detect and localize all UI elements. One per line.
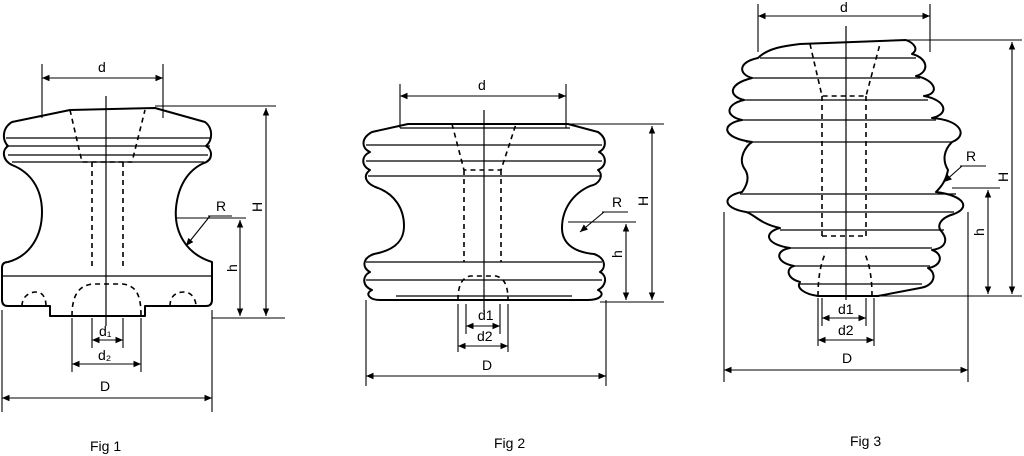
fig2-dimensions: d D d1 d2 H h R <box>365 77 664 386</box>
fig2-insulator <box>362 110 606 312</box>
fig3-dimensions: d D d1 d2 H h R <box>723 0 1022 382</box>
fig1-d1-label: d₁ <box>99 323 112 339</box>
fig3-insulator <box>726 26 965 300</box>
fig3-R-label: R <box>966 148 976 164</box>
fig1-R-label: R <box>216 198 226 214</box>
fig3-caption: Fig 3 <box>850 433 881 449</box>
fig2-h-label: h <box>609 250 625 258</box>
fig1-body-outline <box>1 107 213 317</box>
fig1-groove-lines <box>6 137 210 163</box>
fig3-h-label: h <box>971 228 987 236</box>
fig2-caption: Fig 2 <box>494 435 525 451</box>
fig1-hidden-bore <box>21 109 197 317</box>
fig3-H-label: H <box>995 172 1011 182</box>
fig1-D-label: D <box>100 378 110 394</box>
fig3-groove-lines <box>740 57 956 285</box>
fig1-h-label: h <box>224 264 240 272</box>
fig1-insulator <box>1 96 213 326</box>
fig3-D-label: D <box>842 350 852 366</box>
fig1-H-label: H <box>249 202 265 212</box>
fig2-hidden-bore <box>451 123 517 301</box>
fig3-d1-label: d1 <box>838 301 854 317</box>
fig1-d-label: d <box>98 59 106 75</box>
fig2-d-label: d <box>478 77 486 93</box>
fig3-d-label: d <box>840 0 848 15</box>
fig1-caption: Fig 1 <box>90 438 121 454</box>
fig2-d2-label: d2 <box>477 328 493 344</box>
fig2-body-outline <box>362 123 606 301</box>
fig3-d2-label: d2 <box>838 322 854 338</box>
fig2-D-label: D <box>482 357 492 373</box>
fig2-d1-label: d1 <box>478 307 494 323</box>
fig3-hidden-bore <box>809 43 881 297</box>
fig3-body-outline <box>726 39 965 297</box>
fig2-R-label: R <box>612 194 622 210</box>
fig1-d2-label: d₂ <box>98 347 111 363</box>
fig2-H-label: H <box>635 196 651 206</box>
fig1-dimensions: d D d₁ d₂ H h R <box>1 59 285 412</box>
